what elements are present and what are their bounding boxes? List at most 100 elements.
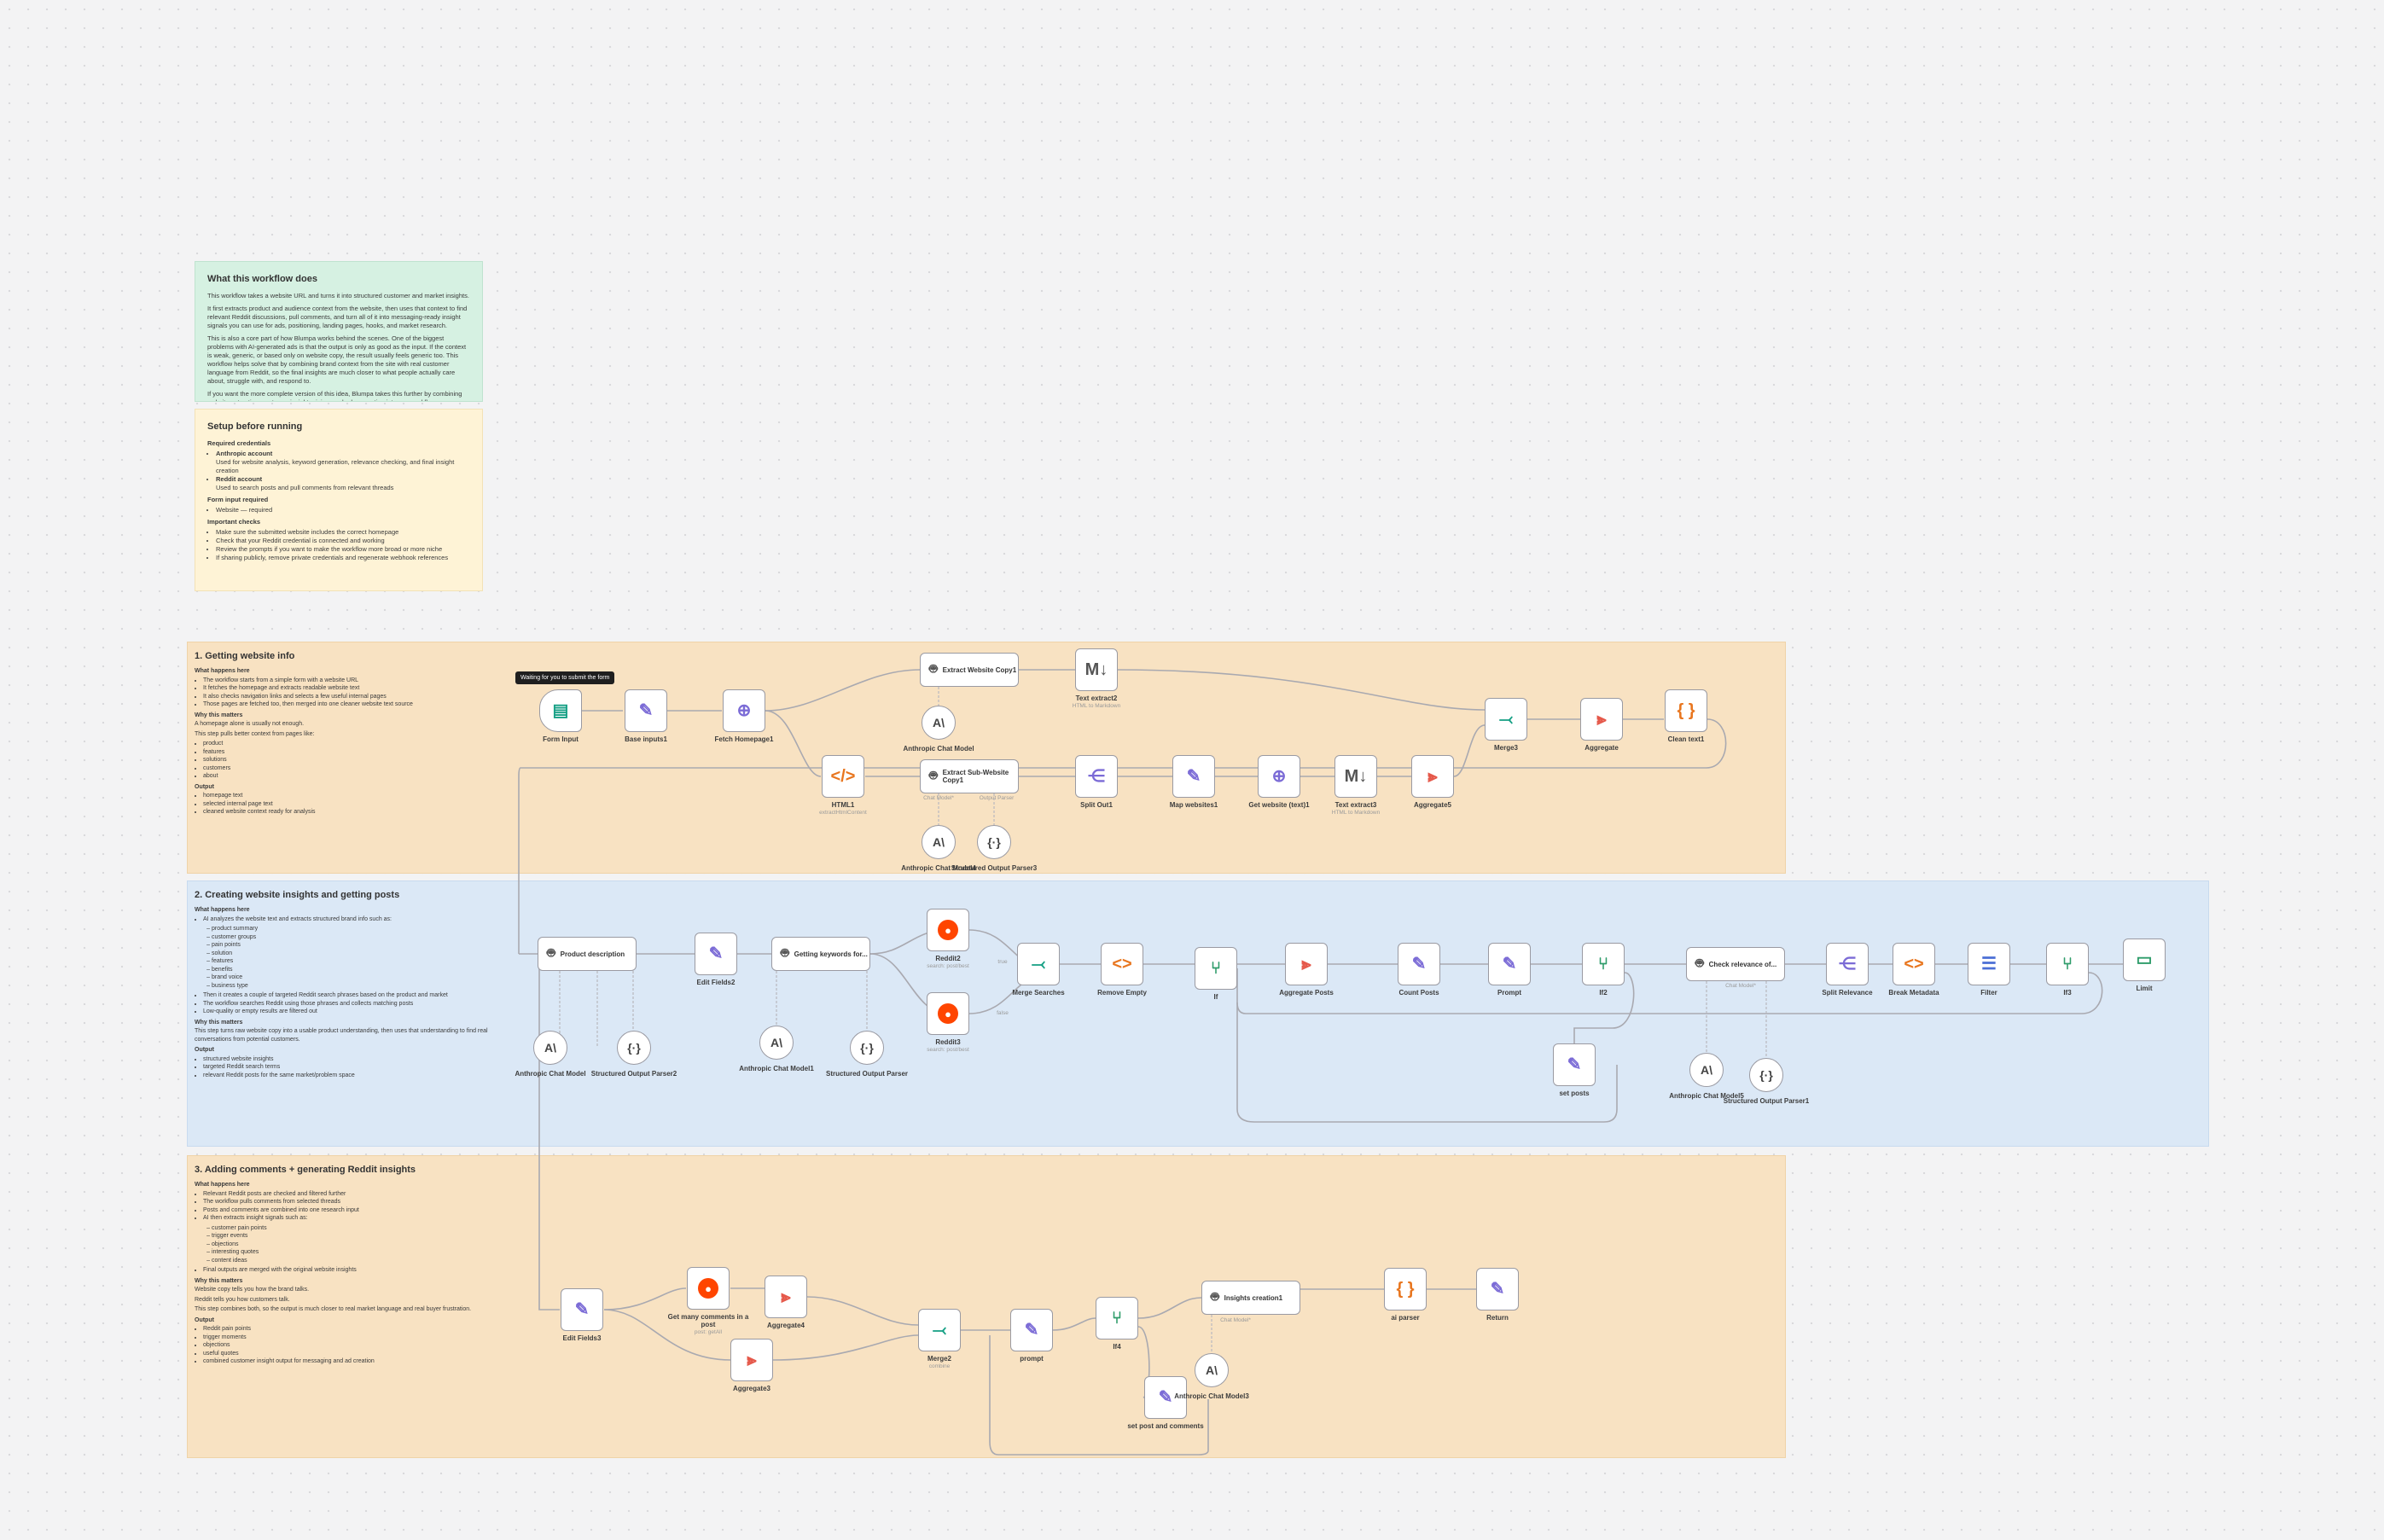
- section-comments-and-reddit-insights[interactable]: 3. Adding comments + generating Reddit i…: [187, 1155, 1786, 1458]
- note-title: Setup before running: [207, 421, 303, 432]
- section-item: cleaned website context ready for analys…: [203, 808, 502, 816]
- node-insights-creation[interactable]: 🤖︎ Insights creation1: [1201, 1281, 1300, 1315]
- if-icon: ⑂: [1112, 1309, 1122, 1328]
- section-subheading: Output: [195, 1316, 214, 1323]
- node-anthropic-chat-model5[interactable]: A\: [1689, 1053, 1724, 1087]
- node-label: Anthropic Chat Model: [515, 1070, 586, 1078]
- section-item: relevant Reddit posts for the same marke…: [203, 1072, 502, 1080]
- node-structured-output-parser1[interactable]: {·}: [1749, 1058, 1783, 1092]
- node-split-relevance[interactable]: ⋲: [1826, 943, 1869, 985]
- section-item: homepage text: [203, 792, 502, 800]
- sticky-note-what-workflow-does[interactable]: What this workflow does This workflow ta…: [195, 261, 483, 402]
- node-aggregate-posts[interactable]: ⫸: [1285, 943, 1328, 985]
- node-text-extract2[interactable]: M↓: [1075, 648, 1118, 691]
- edit-icon: ✎: [1186, 767, 1201, 786]
- node-get-website-text1[interactable]: ⊕: [1258, 755, 1300, 798]
- node-split-out1[interactable]: ⋲: [1075, 755, 1118, 798]
- code-icon: <>: [1904, 955, 1924, 973]
- node-remove-empty[interactable]: <>: [1101, 943, 1143, 985]
- port-label: false: [997, 1010, 1009, 1016]
- node-prompt[interactable]: ✎: [1488, 943, 1531, 985]
- node-check-relevance[interactable]: 🤖︎ Check relevance of...: [1686, 947, 1785, 981]
- node-getting-keywords[interactable]: 🤖︎ Getting keywords for...: [771, 937, 870, 971]
- section-item: The workflow pulls comments from selecte…: [203, 1198, 502, 1206]
- node-aggregate4[interactable]: ⫸: [765, 1276, 807, 1318]
- wire: [603, 1287, 687, 1310]
- node-html1[interactable]: </>: [822, 755, 864, 798]
- port-label: Chat Model*: [1725, 983, 1756, 989]
- node-aggregate[interactable]: ⫸: [1580, 698, 1623, 741]
- split-icon: ⋲: [1839, 955, 1856, 973]
- wire: [772, 1334, 919, 1361]
- section-item: features: [203, 748, 502, 757]
- node-if3[interactable]: ⑂: [2046, 943, 2089, 985]
- node-prompt-2[interactable]: ✎: [1010, 1309, 1053, 1351]
- node-structured-output-parser2[interactable]: {·}: [617, 1031, 651, 1065]
- node-extract-sub-website-copy[interactable]: 🤖︎ Extract Sub-Website Copy1: [920, 759, 1019, 793]
- node-clean-text1[interactable]: { }: [1665, 689, 1707, 732]
- anthropic-icon: A\: [544, 1041, 556, 1055]
- node-if[interactable]: ⑂: [1195, 947, 1237, 990]
- section-item: AI then extracts insight signals such as…: [203, 1214, 502, 1223]
- aggregate-icon: ⫸: [1301, 955, 1311, 973]
- node-base-inputs[interactable]: ✎: [625, 689, 667, 732]
- node-anthropic-chat-model1[interactable]: A\: [759, 1026, 794, 1060]
- node-aggregate5[interactable]: ⫸: [1411, 755, 1454, 798]
- node-filter[interactable]: ☰: [1968, 943, 2010, 985]
- node-map-websites1[interactable]: ✎: [1172, 755, 1215, 798]
- node-label: Count Posts: [1398, 989, 1439, 997]
- node-ai-parser[interactable]: { }: [1384, 1268, 1427, 1310]
- node-sublabel: combine: [928, 1363, 951, 1369]
- node-if2[interactable]: ⑂: [1582, 943, 1625, 985]
- node-fetch-homepage[interactable]: ⊕: [723, 689, 765, 732]
- node-merge3[interactable]: ⤙: [1485, 698, 1527, 741]
- node-label: Split Out1: [1080, 801, 1113, 809]
- node-reddit3[interactable]: ●: [927, 992, 969, 1035]
- note-paragraph: This is also a core part of how Blumpa w…: [207, 334, 467, 385]
- node-return[interactable]: ✎: [1476, 1268, 1519, 1310]
- section-paragraph: This step combines both, so the output i…: [195, 1306, 472, 1312]
- node-extract-website-copy[interactable]: 🤖︎ Extract Website Copy1: [920, 653, 1019, 687]
- node-if4[interactable]: ⑂: [1096, 1297, 1138, 1340]
- node-structured-output-parser[interactable]: {·}: [850, 1031, 884, 1065]
- node-label: Text extract2: [1075, 694, 1118, 702]
- if-icon: ⑂: [1598, 955, 1608, 973]
- node-form-input[interactable]: ▤: [539, 689, 582, 732]
- node-break-metadata[interactable]: <>: [1893, 943, 1935, 985]
- node-merge-searches[interactable]: ⤙: [1017, 943, 1060, 985]
- node-label: HTML1: [831, 801, 855, 809]
- edit-icon: ✎: [638, 701, 654, 720]
- section-paragraph: Reddit tells you how customers talk.: [195, 1296, 290, 1303]
- node-anthropic-chat-model[interactable]: A\: [922, 706, 956, 740]
- aggregate-icon: ⫸: [747, 1351, 757, 1369]
- wire: [765, 669, 921, 712]
- sticky-note-setup[interactable]: Setup before running Required credential…: [195, 409, 483, 591]
- node-set-posts[interactable]: ✎: [1553, 1043, 1596, 1086]
- node-label: Edit Fields3: [562, 1334, 602, 1342]
- node-label: Aggregate3: [732, 1385, 770, 1392]
- node-structured-output-parser3[interactable]: {·}: [977, 825, 1011, 859]
- agent-icon: 🤖︎: [1695, 956, 1704, 971]
- node-count-posts[interactable]: ✎: [1398, 943, 1440, 985]
- node-anthropic-chat-model-2[interactable]: A\: [533, 1031, 567, 1065]
- node-edit-fields3[interactable]: ✎: [561, 1288, 603, 1331]
- node-label: Text extract3: [1334, 801, 1377, 809]
- node-label: Filter: [1980, 989, 1997, 997]
- node-get-many-comments[interactable]: ●: [687, 1267, 730, 1310]
- node-reddit2[interactable]: ●: [927, 909, 969, 951]
- node-text-extract3[interactable]: M↓: [1334, 755, 1377, 798]
- node-aggregate3[interactable]: ⫸: [730, 1339, 773, 1381]
- node-edit-fields2[interactable]: ✎: [695, 933, 737, 975]
- node-merge2[interactable]: ⤙: [918, 1309, 961, 1351]
- agent-icon: 🤖︎: [1211, 1290, 1219, 1305]
- node-limit[interactable]: ▭: [2123, 939, 2166, 981]
- node-anthropic-chat-model4[interactable]: A\: [922, 825, 956, 859]
- section-item: Low-quality or empty results are filtere…: [203, 1008, 502, 1016]
- node-label: If4: [1113, 1343, 1121, 1351]
- node-anthropic-chat-model3[interactable]: A\: [1195, 1353, 1229, 1387]
- node-sublabel: post: getAll: [694, 1329, 723, 1335]
- note-title: What this workflow does: [207, 274, 317, 284]
- node-set-post-and-comments[interactable]: ✎: [1144, 1376, 1187, 1419]
- node-product-description[interactable]: 🤖︎ Product description: [538, 937, 637, 971]
